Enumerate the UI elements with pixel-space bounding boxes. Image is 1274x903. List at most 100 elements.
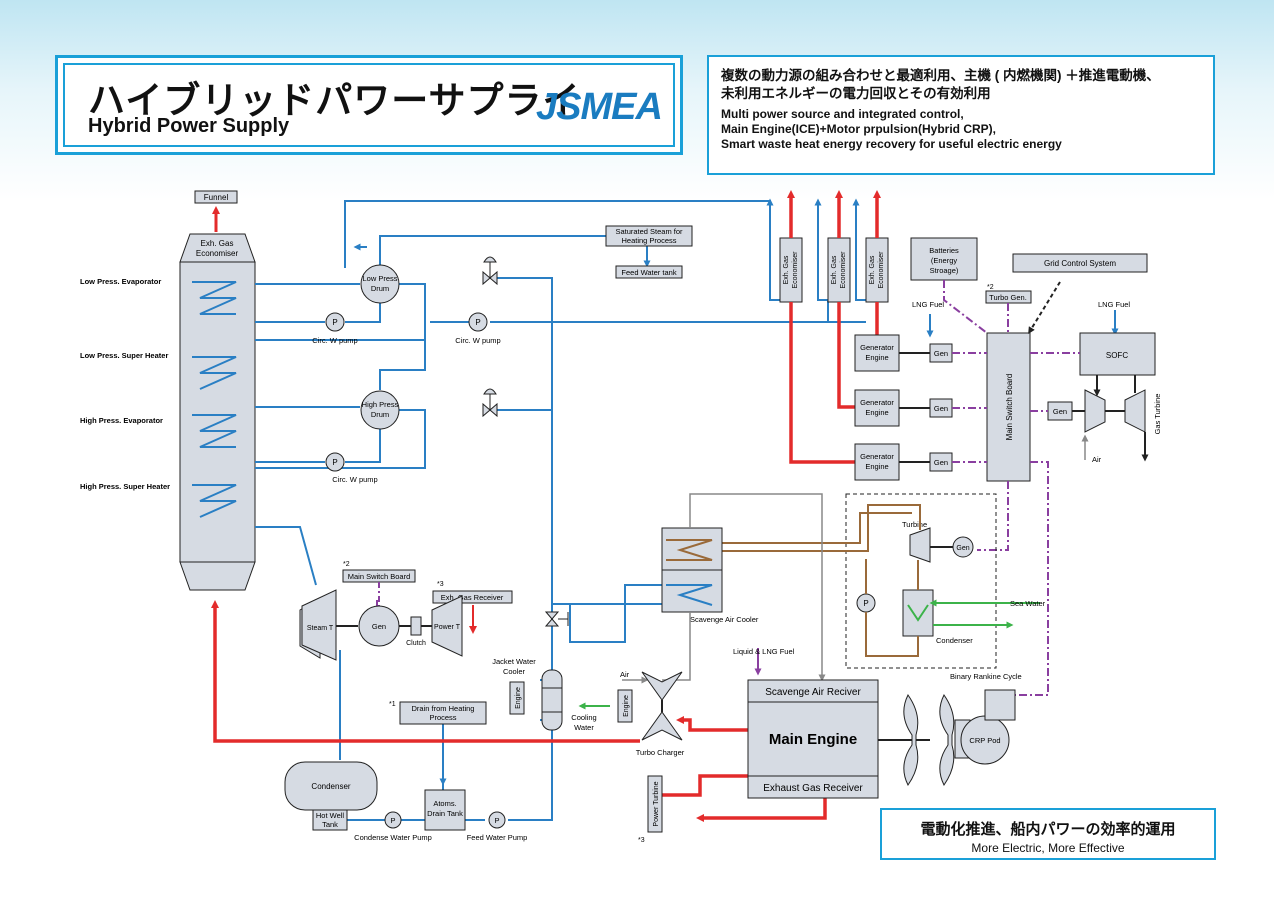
feed-water-tank: Feed Water tank bbox=[615, 265, 683, 279]
turbo-gen-label: Turbo Gen. bbox=[989, 293, 1027, 302]
gen-engine-label-1: Generator bbox=[860, 343, 894, 352]
grid-control-label: Grid Control System bbox=[1044, 259, 1116, 268]
binary-rankine-label: Binary Rankine Cycle bbox=[950, 672, 1022, 681]
gen-label: Gen bbox=[1053, 407, 1067, 416]
main-switch-board-box-label: Main Switch Board bbox=[348, 572, 411, 581]
batteries: Batteries (Energy Stroage) bbox=[910, 237, 978, 281]
economiser-col-label: Exh. Gas bbox=[783, 255, 790, 284]
lng-fuel-label-sofc: LNG Fuel bbox=[1098, 300, 1130, 309]
economiser-col-label: Exh. Gas bbox=[831, 255, 838, 284]
circ-pump-label: Circ. W pump bbox=[312, 336, 357, 345]
batteries-label-2: (Energy bbox=[931, 256, 958, 265]
note-2-turbo: *2 bbox=[987, 284, 994, 291]
funnel: Funnel bbox=[194, 190, 238, 232]
economiser-col-label: Exh. Gas bbox=[869, 255, 876, 284]
saturated-steam-label-2: Heating Process bbox=[621, 236, 676, 245]
funnel-label: Funnel bbox=[204, 193, 229, 202]
grid-control-link bbox=[1028, 281, 1061, 334]
air-label-tc: Air bbox=[620, 670, 630, 679]
economiser-col-label: Economiser bbox=[878, 251, 885, 289]
sea-water-label: Sea Water bbox=[1010, 599, 1046, 608]
circ-pump-hp: P Circ. W pump bbox=[325, 452, 378, 484]
lng-fuel-label: LNG Fuel bbox=[912, 300, 944, 309]
label-lp-super-heater: Low Press. Super Heater bbox=[80, 351, 168, 360]
circ-pump-lp-2: P Circ. W pump bbox=[455, 312, 501, 345]
jsmea-logo: JSMEA bbox=[536, 86, 663, 128]
exhaust-gas-lines bbox=[211, 190, 881, 822]
liquid-lng-fuel-label: Liquid & LNG Fuel bbox=[733, 647, 795, 656]
footer-en: More Electric, More Effective bbox=[971, 841, 1125, 855]
lp-drum-label-1: Low Press bbox=[362, 274, 397, 283]
bypass-valve bbox=[544, 611, 569, 627]
binary-rankine-cycle: Binary Rankine Cycle Turbine Gen P Conde… bbox=[845, 493, 1022, 681]
exh-gas-receiver-box-label: Exh. Gas Receiver bbox=[441, 593, 504, 602]
label-hp-super-heater: High Press. Super Heater bbox=[80, 482, 170, 491]
condenser-main-label: Condenser bbox=[311, 782, 350, 791]
lp-drum-label-2: Drum bbox=[371, 284, 389, 293]
drain-from-heating: *1 Drain from Heating Process bbox=[389, 701, 487, 725]
jacket-water-label-1: Jacket Water bbox=[492, 657, 536, 666]
footer-jp: 電動化推進、船内パワーの効率的運用 bbox=[920, 821, 1176, 838]
generator-engine-1: Generator Engine Gen bbox=[854, 334, 953, 372]
clutch-label: Clutch bbox=[406, 640, 426, 647]
condenser-main: Condenser Hot Well Tank bbox=[284, 761, 378, 831]
scavenge-air-cooler: Scavenge Air Cooler bbox=[661, 527, 759, 624]
circ-pump-label: Circ. W pump bbox=[455, 336, 500, 345]
power-t-label: Power T bbox=[434, 624, 461, 631]
sea-water-lines: Sea Water bbox=[929, 599, 1046, 629]
steam-turbine-set: *2 Main Switch Board *3 Exh. Gas Receive… bbox=[299, 561, 513, 661]
economiser-label-1: Exh. Gas bbox=[201, 239, 234, 248]
jacket-water-label-2: Cooler bbox=[503, 667, 526, 676]
hot-well-label-2: Tank bbox=[322, 820, 338, 829]
note-3-power: *3 bbox=[638, 837, 645, 844]
description-en-1: Multi power source and integrated contro… bbox=[721, 107, 964, 121]
pump-label: P bbox=[475, 318, 480, 327]
hp-drum-label-1: High Press bbox=[362, 400, 399, 409]
hp-drum: High Press Drum bbox=[360, 390, 400, 430]
turbine-label: Turbine bbox=[902, 520, 927, 529]
air-label-gt: Air bbox=[1092, 455, 1102, 464]
saturated-steam-box: Saturated Steam for Heating Process bbox=[605, 225, 693, 247]
gen-label: Gen bbox=[956, 545, 969, 552]
feed-pump-label: Feed Water Pump bbox=[467, 833, 528, 842]
pump-label: P bbox=[332, 318, 337, 327]
note-2-msb: *2 bbox=[343, 561, 350, 568]
condenser-label: Condenser bbox=[936, 636, 973, 645]
scavenge-air-cooler-label: Scavenge Air Cooler bbox=[690, 615, 759, 624]
label-lp-evaporator: Low Press. Evaporator bbox=[80, 277, 161, 286]
generator-engine-2: Generator Engine Gen bbox=[854, 389, 953, 427]
main-engine-label: Main Engine bbox=[769, 731, 857, 748]
drain-label-1: Drain from Heating bbox=[412, 704, 475, 713]
description-en-3: Smart waste heat energy recovery for use… bbox=[721, 137, 1062, 151]
atmos-label-1: Atoms. bbox=[433, 799, 456, 808]
gen-engine-label-2: Engine bbox=[865, 353, 888, 362]
footer-panel: 電動化推進、船内パワーの効率的運用 More Electric, More Ef… bbox=[880, 808, 1216, 860]
gen-engine-label-2: Engine bbox=[865, 462, 888, 471]
gen-label: Gen bbox=[934, 404, 948, 413]
grid-control-system: Grid Control System bbox=[1012, 253, 1148, 273]
gen-label: Gen bbox=[934, 458, 948, 467]
batteries-label-3: Stroage) bbox=[930, 266, 959, 275]
hp-drum-label-2: Drum bbox=[371, 410, 389, 419]
gen-engine-label-1: Generator bbox=[860, 398, 894, 407]
cooling-water-label-1: Cooling bbox=[571, 713, 596, 722]
pump-label: P bbox=[863, 599, 868, 608]
turbo-gen: *2 Turbo Gen. bbox=[985, 284, 1032, 304]
page-title-jp: ハイブリッドパワーサプライ bbox=[88, 80, 581, 121]
lp-drum: Low Press Drum bbox=[360, 264, 400, 304]
feed-water-pump: P Feed Water Pump bbox=[467, 811, 528, 842]
title-panel: ハイブリッドパワーサプライ Hybrid Power Supply JSMEA bbox=[55, 55, 683, 155]
exhaust-gas-economiser: Exh. Gas Economiser bbox=[179, 233, 256, 591]
control-valve-1 bbox=[482, 256, 498, 286]
gen-label-st: Gen bbox=[372, 622, 386, 631]
engine-label-jw: Engine bbox=[515, 687, 522, 709]
boiler-section-labels: Low Press. Evaporator Low Press. Super H… bbox=[80, 277, 170, 491]
economiser-label-2: Economiser bbox=[196, 249, 239, 258]
condense-water-pump: P Condense Water Pump bbox=[354, 811, 432, 842]
steam-t-label: Steam T bbox=[307, 625, 334, 632]
scavenge-air-receiver-label: Scavenge Air Reciver bbox=[765, 687, 861, 698]
crp-pod-label: CRP Pod bbox=[969, 736, 1000, 745]
control-valve-2 bbox=[482, 388, 498, 418]
rankine-working-fluid bbox=[690, 504, 921, 657]
